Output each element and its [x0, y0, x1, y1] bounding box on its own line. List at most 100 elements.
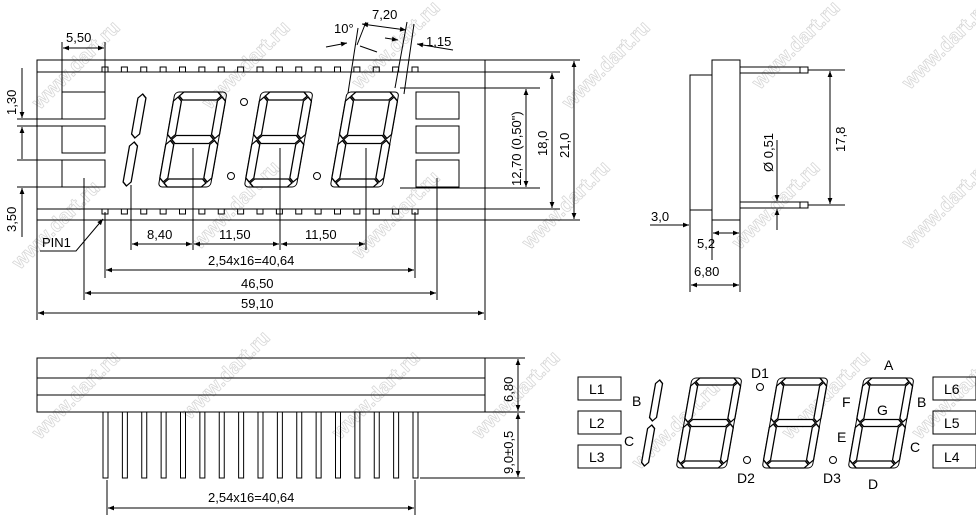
label-seg-e: E [837, 429, 846, 445]
label-d1: D1 [751, 365, 769, 381]
label-seg-g: G [877, 402, 888, 418]
dim-box-gap: 1,30 [4, 90, 19, 115]
segment-b [899, 381, 914, 423]
segment-g [687, 418, 731, 428]
dim-digit-width: 7,20 [372, 7, 397, 22]
bottom-view: 6,80 9,0±0,5 2,54x16=40,64 [36, 357, 525, 515]
bottom-pin [102, 411, 109, 479]
label-d2: D2 [737, 470, 755, 486]
pin-pad [120, 66, 128, 73]
bottom-pin [296, 411, 303, 479]
pin-pad [179, 208, 186, 215]
dim-bottom-margin: 3,50 [4, 207, 19, 232]
dim-pitch-2: 11,50 [219, 227, 251, 242]
seven-segment-digit [330, 91, 399, 188]
pin-pad [314, 66, 322, 73]
segment-c [805, 423, 820, 465]
dim-body-front: 3,0 [651, 209, 669, 224]
label-l4: L4 [944, 449, 960, 465]
pin-pad [372, 208, 380, 215]
pin-pads-bottom [101, 208, 419, 215]
segment-e [159, 139, 175, 183]
segment-b [813, 381, 828, 423]
watermark-text: www.dart.ru [517, 157, 614, 254]
label-d3: D3 [823, 470, 841, 486]
segment-c [891, 423, 906, 465]
bottom-pins [102, 411, 419, 479]
pin-pad [256, 208, 264, 215]
pin-pad [217, 208, 225, 215]
dim-box-span: 46,50 [241, 276, 274, 291]
segment-e [762, 423, 777, 465]
front-body-outline [36, 59, 486, 221]
pin-pad [140, 208, 148, 215]
segment-f [338, 96, 355, 140]
bottom-pin [121, 411, 128, 479]
segment-e [848, 423, 863, 465]
dim-segment-width: 1,15 [426, 34, 451, 49]
bottom-pin [160, 411, 167, 479]
watermark-text: www.dart.ru [897, 157, 976, 254]
segment-g [773, 418, 817, 428]
side-body-rear [711, 59, 741, 221]
seven-segment-digit [158, 91, 227, 188]
segment-f [684, 381, 699, 423]
pin-pad [217, 66, 225, 73]
segment-b [296, 96, 313, 140]
segment-g [342, 134, 387, 145]
segment-g [256, 134, 301, 145]
decimal-dot-1 [227, 172, 235, 180]
seven-segment-digit [848, 377, 914, 469]
seven-segment-digit [676, 377, 742, 469]
dim-box-width: 5,50 [66, 30, 91, 45]
segment-d [766, 460, 810, 469]
dim-pin-diameter: Ø 0,51 [761, 133, 776, 172]
watermark-text: www.dart.ru [177, 327, 274, 424]
segment-a [780, 377, 824, 386]
pin-pad [295, 66, 303, 73]
segment-e [331, 139, 347, 183]
label-seg-b: B [917, 394, 926, 410]
pinout-diagram: L1 L2 L3 L6 L5 L4 B C D1 D2 D3 A B C D E… [577, 357, 976, 492]
watermark-text: www.dart.ru [897, 0, 976, 94]
dim-pitch-3: 11,50 [305, 227, 337, 242]
segment-c [289, 139, 305, 183]
pin-pad [179, 66, 186, 73]
dim-pin-span: 2,54x16=40,64 [208, 253, 294, 268]
segment-d [335, 178, 379, 188]
segment-f [770, 381, 785, 423]
pin-pad [275, 208, 283, 215]
dim-body-mid: 5,2 [697, 236, 715, 251]
pin-pad [411, 66, 419, 73]
segment-f [856, 381, 871, 423]
label-seg-d: D [868, 476, 878, 492]
bottom-pin [180, 411, 186, 479]
watermark-text: www.dart.ru [327, 347, 424, 444]
bottom-pin [141, 411, 148, 479]
dim-pitch-first: 8,40 [147, 227, 172, 242]
label-l1: L1 [589, 381, 605, 397]
side-body-front [689, 74, 713, 211]
pin-pad [295, 208, 303, 215]
segment-e [245, 139, 261, 183]
segment-a [694, 377, 738, 386]
dim-bottom-body-depth: 6,80 [501, 377, 516, 402]
segment-b [727, 381, 742, 423]
pin-pad [392, 208, 400, 215]
segment-c [203, 139, 219, 183]
dim-body-depth: 6,80 [694, 264, 719, 279]
segment-d [163, 178, 207, 188]
dim-window-height: 18,0 [535, 131, 550, 156]
segment-c [640, 424, 656, 467]
pin-pad [140, 66, 148, 73]
one-digit [640, 379, 664, 467]
segment-e [676, 423, 691, 465]
label-one-c: C [624, 433, 634, 449]
label-seg-c: C [910, 439, 920, 455]
bottom-pin [354, 411, 361, 479]
dim-digit-angle: 10° [334, 21, 354, 36]
segment-f [166, 96, 183, 140]
segment-c [122, 141, 139, 187]
pin-pad [198, 66, 206, 73]
